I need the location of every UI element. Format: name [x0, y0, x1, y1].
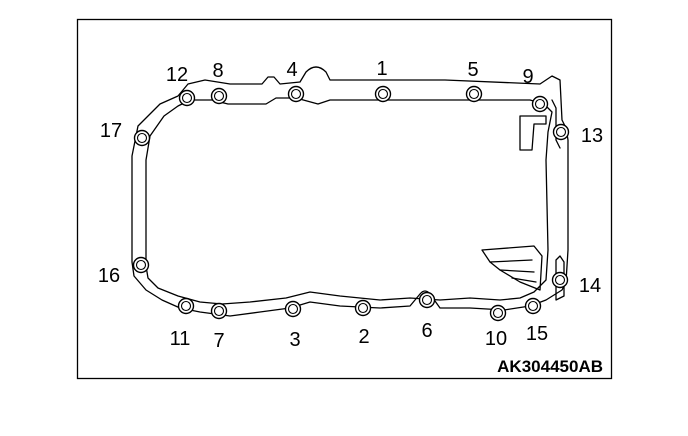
bolt-label-8: 8 [212, 60, 223, 82]
bolt-head [133, 129, 151, 147]
bolt-washer [136, 132, 148, 144]
bolt-washer [357, 302, 369, 314]
bolt-label-2: 2 [358, 326, 369, 348]
baffle-fin-1 [489, 259, 533, 263]
bolt-10 [489, 304, 507, 322]
bolt-washer [421, 294, 433, 306]
oil-pan-outer-outline [131, 66, 569, 317]
right-bracket [519, 115, 547, 151]
bolt-label-17: 17 [100, 120, 122, 142]
bolt-head [524, 297, 542, 315]
baffle-fin-2 [499, 269, 535, 273]
bolt-6 [418, 291, 436, 309]
bolt-16 [132, 256, 150, 274]
bolt-label-7: 7 [213, 330, 224, 352]
bolt-head [552, 123, 570, 141]
bolt-washer [527, 300, 539, 312]
bolt-label-9: 9 [522, 66, 533, 88]
bolt-washer [287, 303, 299, 315]
oil-pan-inner-outline [145, 97, 553, 305]
bolt-14 [551, 271, 569, 289]
figure-code: AK304450AB [497, 357, 603, 376]
bolt-label-13: 13 [581, 125, 603, 147]
bolt-head [177, 297, 195, 315]
bolt-head [178, 89, 196, 107]
bolt-head [551, 271, 569, 289]
bolt-1 [374, 85, 392, 103]
right-rib-upper [551, 99, 561, 149]
bolt-label-3: 3 [289, 329, 300, 351]
bolt-head [210, 302, 228, 320]
bolt-7 [210, 302, 228, 320]
bolt-washer [180, 300, 192, 312]
bolt-head [354, 299, 372, 317]
bolt-15 [524, 297, 542, 315]
bolt-3 [284, 300, 302, 318]
bolt-label-1: 1 [376, 58, 387, 80]
bolt-washer [555, 126, 567, 138]
bolt-11 [177, 297, 195, 315]
bolt-4 [287, 85, 305, 103]
bolt-washer [135, 259, 147, 271]
bolt-washer [534, 98, 546, 110]
bolt-8 [210, 87, 228, 105]
bolt-label-16: 16 [98, 265, 120, 287]
bolt-head [287, 85, 305, 103]
bolt-head [531, 95, 549, 113]
bolt-label-4: 4 [286, 59, 297, 81]
figure-frame [76, 18, 613, 380]
bolt-head [465, 85, 483, 103]
bolt-13 [552, 123, 570, 141]
bolt-washer [554, 274, 566, 286]
bolt-label-15: 15 [526, 323, 548, 345]
bolt-12 [178, 89, 196, 107]
bolt-washer [213, 305, 225, 317]
bolt-label-10: 10 [485, 328, 507, 350]
bolt-head [132, 256, 150, 274]
bolt-2 [354, 299, 372, 317]
bolts-layer [132, 85, 570, 322]
bolt-label-6: 6 [421, 320, 432, 342]
bolt-head [374, 85, 392, 103]
bolt-washer [181, 92, 193, 104]
bolt-washer [290, 88, 302, 100]
bolt-washer [468, 88, 480, 100]
bolt-label-5: 5 [467, 59, 478, 81]
bolt-washer [377, 88, 389, 100]
bolt-washer [492, 307, 504, 319]
bolt-head [210, 87, 228, 105]
bolt-label-11: 11 [170, 328, 191, 350]
baffle-fin-3 [511, 277, 537, 283]
bolt-17 [133, 129, 151, 147]
bolt-head [284, 300, 302, 318]
bolt-9 [531, 95, 549, 113]
bolt-washer [213, 90, 225, 102]
bolt-label-14: 14 [579, 275, 601, 297]
bolt-head [489, 304, 507, 322]
bolt-label-12: 12 [166, 64, 188, 86]
bolt-5 [465, 85, 483, 103]
oil-pan-baffle [481, 245, 543, 291]
bolt-head [418, 291, 436, 309]
